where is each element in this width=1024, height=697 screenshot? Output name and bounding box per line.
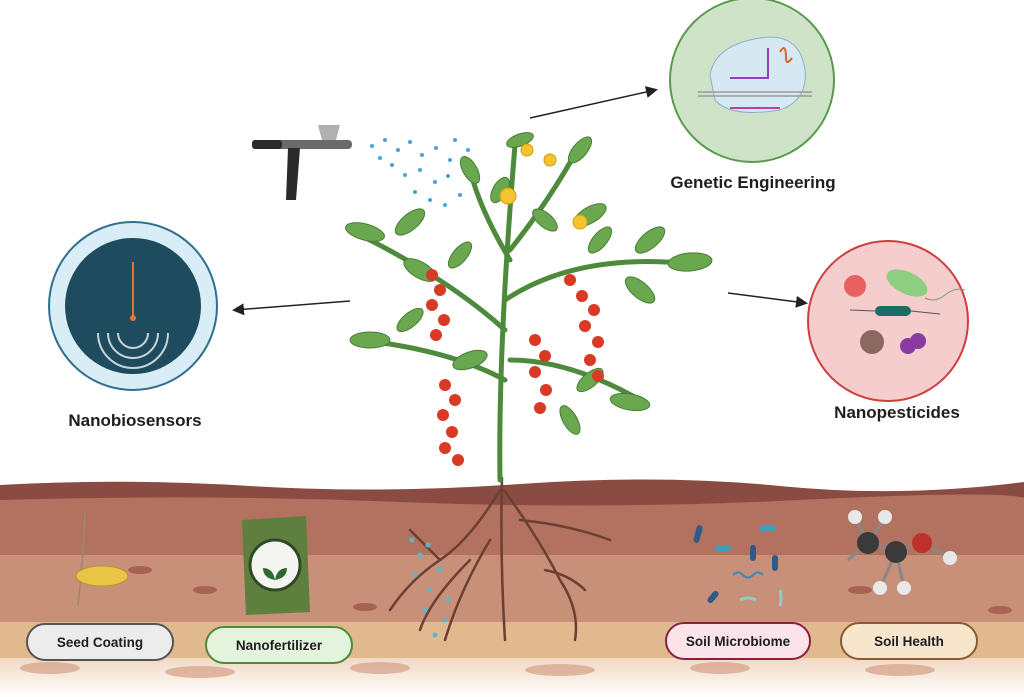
pathogens-icon: [807, 240, 969, 402]
tomatoes: [426, 269, 604, 466]
soil-health-label: Soil Health: [840, 622, 978, 660]
seed-coating-label: Seed Coating: [26, 623, 174, 661]
crispr-icon: [669, 0, 835, 163]
nanoparticles-in-soil: [409, 537, 451, 638]
tomato-plant: [345, 132, 713, 483]
flowers: [499, 143, 588, 230]
roots: [388, 476, 612, 642]
nanopesticides-label: Nanopesticides: [834, 403, 960, 422]
ethanol-molecule-icon: [847, 510, 957, 595]
arrow-to-nanobiosensors: [232, 300, 351, 316]
nanobiosensor-icon: [48, 221, 218, 391]
genetic-engineering-label: Genetic Engineering: [670, 173, 836, 192]
arrow-to-genetic-engineering: [529, 86, 658, 119]
nanobiosensors-label: Nanobiosensors: [68, 411, 202, 430]
seed-icon: [75, 511, 129, 606]
spray-gun-icon: [252, 125, 352, 200]
nanofertilizer-label: Nanofertilizer: [205, 626, 353, 664]
soil-microbiome-label: Soil Microbiome: [665, 622, 811, 660]
soil-microbes-icon: [693, 525, 783, 607]
spray-droplets: [370, 138, 470, 207]
arrow-to-nanopesticides: [727, 292, 808, 308]
fertilizer-bag-icon: [242, 516, 310, 615]
soil-layers: [0, 479, 1024, 697]
